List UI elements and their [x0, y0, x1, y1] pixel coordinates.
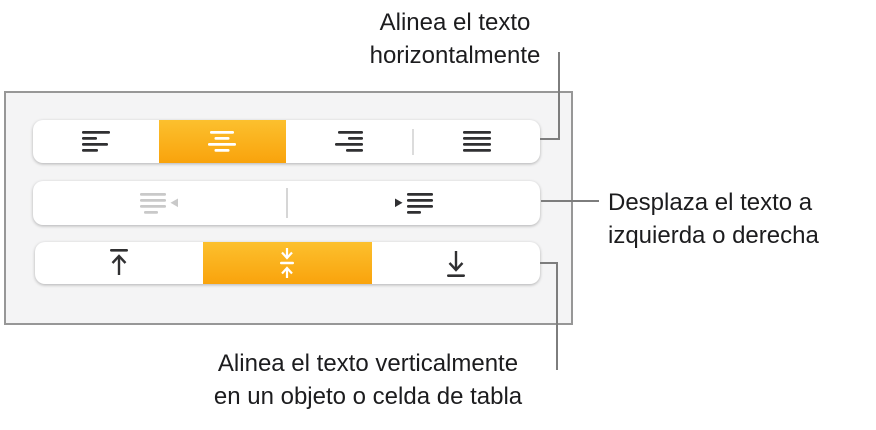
- align-right-button[interactable]: [286, 120, 412, 163]
- align-center-button[interactable]: [159, 120, 286, 163]
- callout-line-horizontal: [540, 52, 560, 140]
- callout-horizontal-alignment: Alinea el texto horizontalmente: [369, 9, 541, 69]
- callout-line-vertical: [540, 262, 558, 370]
- vertical-alignment-row: [35, 242, 540, 284]
- align-top-button[interactable]: [35, 242, 203, 284]
- align-left-button[interactable]: [33, 120, 159, 163]
- button-divider: [285, 188, 288, 218]
- outdent-button[interactable]: [33, 181, 286, 225]
- align-bottom-button[interactable]: [372, 242, 540, 284]
- align-top-icon: [107, 249, 131, 277]
- button-divider: [411, 128, 414, 155]
- callout-line-indent: [541, 200, 599, 202]
- align-right-icon: [334, 131, 363, 152]
- callout-indentation: Desplaza el texto a izquierda o derecha: [608, 189, 819, 249]
- align-bottom-icon: [444, 249, 468, 277]
- indent-button[interactable]: [288, 181, 541, 225]
- align-middle-icon: [276, 248, 298, 278]
- horizontal-alignment-row: [33, 120, 540, 163]
- outdent-icon: [140, 192, 179, 214]
- align-center-icon: [208, 131, 237, 152]
- align-middle-button[interactable]: [203, 242, 372, 284]
- justify-icon: [462, 131, 491, 152]
- callout-vertical-alignment: Alinea el texto verticalmente en un obje…: [213, 350, 523, 410]
- indent-icon: [394, 192, 433, 214]
- justify-button[interactable]: [414, 120, 540, 163]
- indentation-row: [33, 181, 540, 225]
- align-left-icon: [82, 131, 111, 152]
